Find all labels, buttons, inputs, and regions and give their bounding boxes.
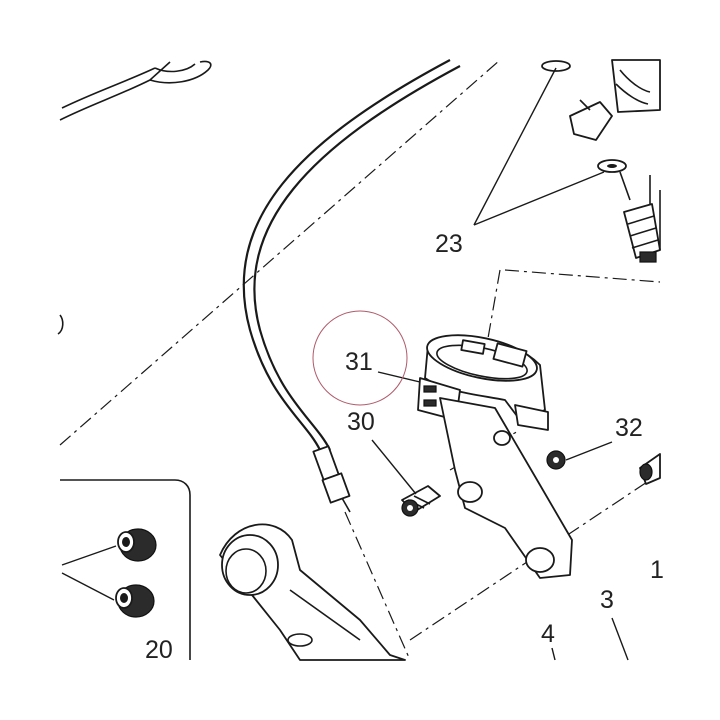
- hose-fitting-assembly: [541, 59, 661, 263]
- clamp-part-31: [417, 334, 573, 579]
- callout-23: 23: [435, 230, 463, 258]
- grommet-lower: [115, 584, 155, 618]
- bolt-part-30: [401, 485, 441, 517]
- bracket-hole-lower: [525, 547, 555, 573]
- callout-4: 4: [541, 620, 555, 648]
- bleed-screw-nut: [639, 251, 657, 263]
- callout-30: 30: [347, 408, 375, 436]
- banjo-fitting: [569, 101, 613, 141]
- highlight-circle: [312, 310, 408, 406]
- leader-lines: [371, 67, 629, 661]
- inset-box-part-20: [60, 479, 191, 660]
- grommet-upper: [117, 528, 157, 562]
- callout-31: 31: [345, 348, 373, 376]
- callout-1: 1: [650, 556, 664, 584]
- nut-part-32: [546, 450, 566, 470]
- bleed-screw: [623, 203, 661, 259]
- cable-end-ferrule: [321, 472, 351, 504]
- washer-upper: [541, 60, 571, 72]
- callout-labels: 23 31 30 32 1 3 4 20: [145, 230, 664, 664]
- bracket-hole-upper: [457, 481, 483, 503]
- callout-3: 3: [600, 586, 614, 614]
- lever-partial: [219, 523, 406, 661]
- screw-right-edge: [639, 453, 661, 485]
- partial-part-top-left: [57, 60, 212, 335]
- cable: [242, 59, 461, 513]
- callout-32: 32: [615, 414, 643, 442]
- callout-20: 20: [145, 636, 173, 664]
